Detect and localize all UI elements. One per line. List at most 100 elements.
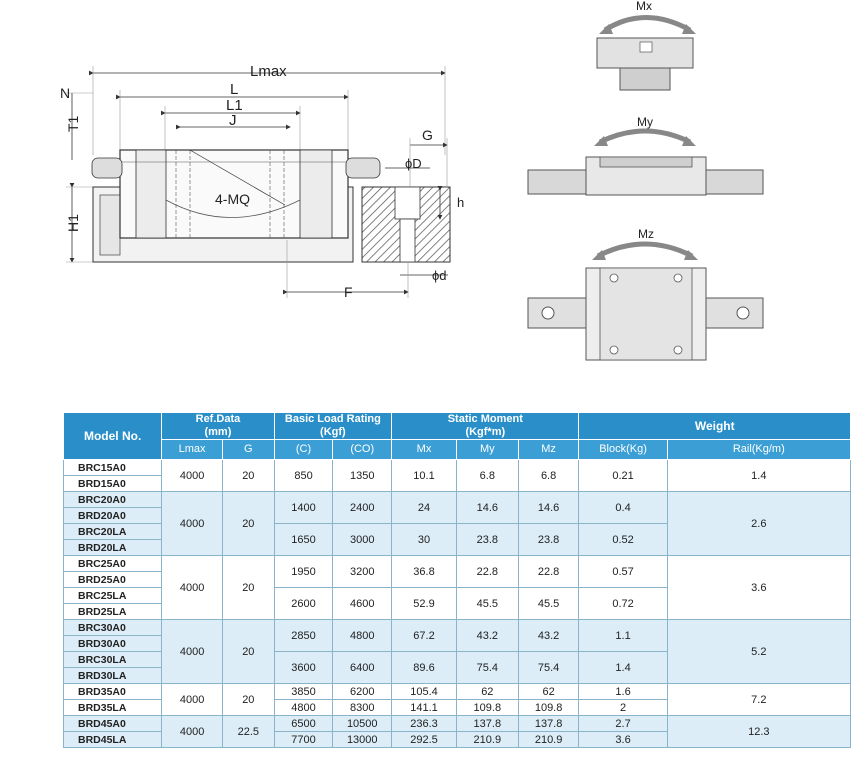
- table-subheader-row: Lmax G (C) (CO) Mx My Mz Block(Kg) Rail(…: [64, 439, 852, 460]
- cell-g: 22.5: [222, 715, 275, 748]
- cell-model: BRC25LA: [62, 587, 163, 604]
- cell-block: 3.6: [578, 731, 668, 748]
- cell-block: 2.7: [578, 715, 668, 732]
- dim-l1: L1: [226, 97, 243, 114]
- dim-4mq: 4-MQ: [215, 191, 250, 207]
- dim-lmax: Lmax: [250, 63, 287, 80]
- cell-c: 850: [273, 459, 334, 492]
- cell-lmax: 4000: [161, 683, 223, 716]
- cell-mx: 141.1: [391, 699, 457, 716]
- cell-mx: 236.3: [391, 715, 457, 732]
- cell-rail: 2.6: [666, 491, 852, 556]
- table-row: BRD20A0: [62, 507, 851, 524]
- cell-mx: 67.2: [391, 619, 457, 652]
- cell-co: 6200: [332, 683, 393, 700]
- subheader-mx: Mx: [391, 439, 457, 460]
- cell-mz: 43.2: [517, 619, 580, 652]
- dim-t1: T1: [65, 115, 81, 132]
- cell-model: BRD20A0: [62, 507, 163, 524]
- cell-block: 0.72: [578, 587, 668, 620]
- cell-lmax: 4000: [161, 619, 223, 684]
- cell-model: BRC15A0: [62, 459, 163, 476]
- drawing-svg: Lmax L L1 J N T1 H1 G 4-MQ ϕD h ϕd F Mx …: [60, 0, 764, 361]
- cell-rail: 3.6: [666, 555, 852, 620]
- cell-mz: 210.9: [517, 731, 580, 748]
- cell-model: BRD25A0: [62, 571, 163, 588]
- cell-model: BRD25LA: [62, 603, 163, 620]
- cell-model: BRC30LA: [62, 651, 163, 668]
- table-row: BRD25LA: [62, 603, 851, 620]
- cell-model: BRD15A0: [62, 475, 163, 492]
- cell-mz: 22.8: [517, 555, 580, 588]
- dim-phi-d-small: ϕd: [432, 268, 447, 283]
- cell-model: BRC30A0: [62, 619, 163, 636]
- header-weight: Weight: [578, 412, 851, 440]
- cell-my: 62: [455, 683, 519, 700]
- cell-model: BRD20LA: [62, 539, 163, 556]
- cell-c: 2600: [273, 587, 334, 620]
- table-row: BRD30A0: [62, 635, 851, 652]
- cell-lmax: 4000: [161, 555, 223, 620]
- cell-model: BRD35A0: [62, 683, 163, 700]
- cell-my: 75.4: [455, 651, 519, 684]
- cell-co: 13000: [332, 731, 393, 748]
- cell-model: BRC20LA: [62, 523, 163, 540]
- technical-drawing: Lmax L L1 J N T1 H1 G 4-MQ ϕD h ϕd F Mx …: [60, 0, 764, 361]
- cell-model: BRD30A0: [62, 635, 163, 652]
- subheader-lmax: Lmax: [161, 439, 223, 460]
- cell-block: 2: [578, 699, 668, 716]
- cell-block: 1.1: [578, 619, 668, 652]
- label-my: My: [637, 115, 653, 129]
- cell-my: 45.5: [455, 587, 519, 620]
- dim-phi-d-big: ϕD: [405, 156, 422, 171]
- cell-c: 1950: [273, 555, 334, 588]
- cell-my: 6.8: [455, 459, 519, 492]
- cell-g: 20: [222, 683, 275, 716]
- cell-c: 2850: [273, 619, 334, 652]
- cell-my: 23.8: [455, 523, 519, 556]
- cell-model: BRD45LA: [62, 731, 163, 748]
- cell-my: 210.9: [455, 731, 519, 748]
- cell-c: 3600: [273, 651, 334, 684]
- cell-c: 1650: [273, 523, 334, 556]
- moment-mx-view: Mx: [596, 0, 696, 91]
- cell-rail: 12.3: [666, 715, 852, 748]
- cell-my: 109.8: [455, 699, 519, 716]
- cell-mz: 137.8: [517, 715, 580, 732]
- label-mx: Mx: [636, 0, 652, 13]
- header-moment: Static Moment (Kgf*m): [391, 412, 580, 440]
- cell-mz: 45.5: [517, 587, 580, 620]
- dim-h1: H1: [65, 214, 81, 232]
- cell-mx: 292.5: [391, 731, 457, 748]
- cell-mx: 89.6: [391, 651, 457, 684]
- cell-g: 20: [222, 459, 275, 492]
- subheader-c: (C): [273, 439, 334, 460]
- cell-c: 4800: [273, 699, 334, 716]
- cell-block: 1.6: [578, 683, 668, 700]
- cell-my: 137.8: [455, 715, 519, 732]
- cell-co: 10500: [332, 715, 393, 732]
- cell-rail: 1.4: [666, 459, 852, 492]
- dim-j: J: [229, 112, 237, 129]
- cell-co: 3200: [332, 555, 393, 588]
- dim-h: h: [457, 195, 464, 210]
- subheader-my: My: [455, 439, 519, 460]
- cell-co: 4600: [332, 587, 393, 620]
- cell-block: 0.21: [578, 459, 668, 492]
- cell-model: BRD30LA: [62, 667, 163, 684]
- cell-rail: 5.2: [666, 619, 852, 684]
- cell-co: 8300: [332, 699, 393, 716]
- cell-mx: 105.4: [391, 683, 457, 700]
- label-mz: Mz: [638, 227, 654, 241]
- cell-c: 1400: [273, 491, 334, 524]
- dim-g: G: [422, 127, 433, 143]
- subheader-g: G: [222, 439, 275, 460]
- cell-c: 7700: [273, 731, 334, 748]
- dim-n: N: [60, 85, 70, 101]
- header-model: Model No.: [62, 412, 163, 460]
